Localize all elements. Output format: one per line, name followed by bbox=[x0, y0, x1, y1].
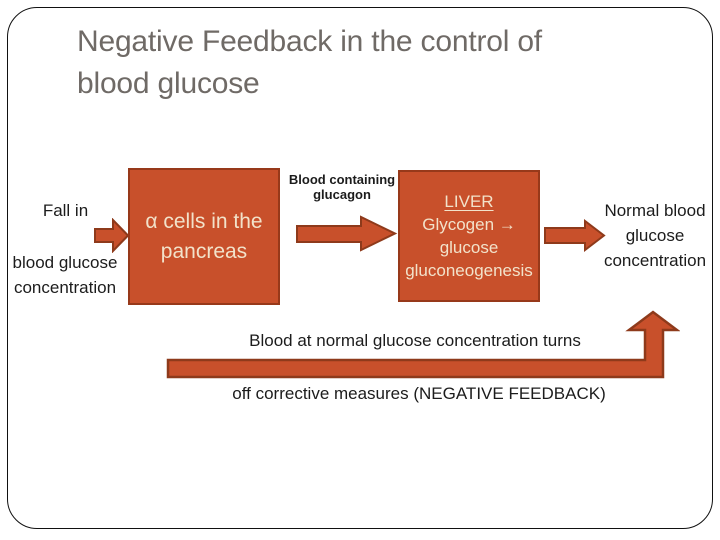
liver-box: LIVER Glycogen → glucose gluconeogenesis bbox=[398, 170, 540, 302]
slide-frame bbox=[7, 7, 713, 529]
feedback-sentence-line2: off corrective measures (NEGATIVE FEEDBA… bbox=[232, 384, 606, 403]
glucagon-arrow-label: Blood containing glucagon bbox=[288, 172, 396, 202]
right-arrow-icon bbox=[295, 215, 398, 252]
liver-box-reaction: Glycogen → bbox=[422, 215, 516, 234]
slide-title: Negative Feedback in the control of bloo… bbox=[77, 25, 542, 100]
feedback-sentence-line1: Blood at normal glucose concentration tu… bbox=[249, 331, 581, 350]
liver-box-process: gluconeogenesis bbox=[405, 261, 533, 280]
liver-box-title: LIVER bbox=[444, 192, 494, 211]
right-arrow-icon bbox=[543, 219, 607, 252]
alpha-cells-box-label: α cells in the pancreas bbox=[145, 209, 263, 263]
alpha-cells-box: α cells in the pancreas bbox=[128, 168, 280, 305]
fall-in-sublabel: blood glucose concentration bbox=[12, 253, 118, 297]
right-arrow-icon bbox=[93, 218, 130, 253]
fall-in-label: Fall in bbox=[42, 201, 89, 220]
bent-up-arrow-icon bbox=[165, 306, 680, 380]
liver-box-product: glucose bbox=[439, 238, 499, 257]
normal-glucose-label: Normal blood glucose concentration bbox=[603, 201, 707, 270]
